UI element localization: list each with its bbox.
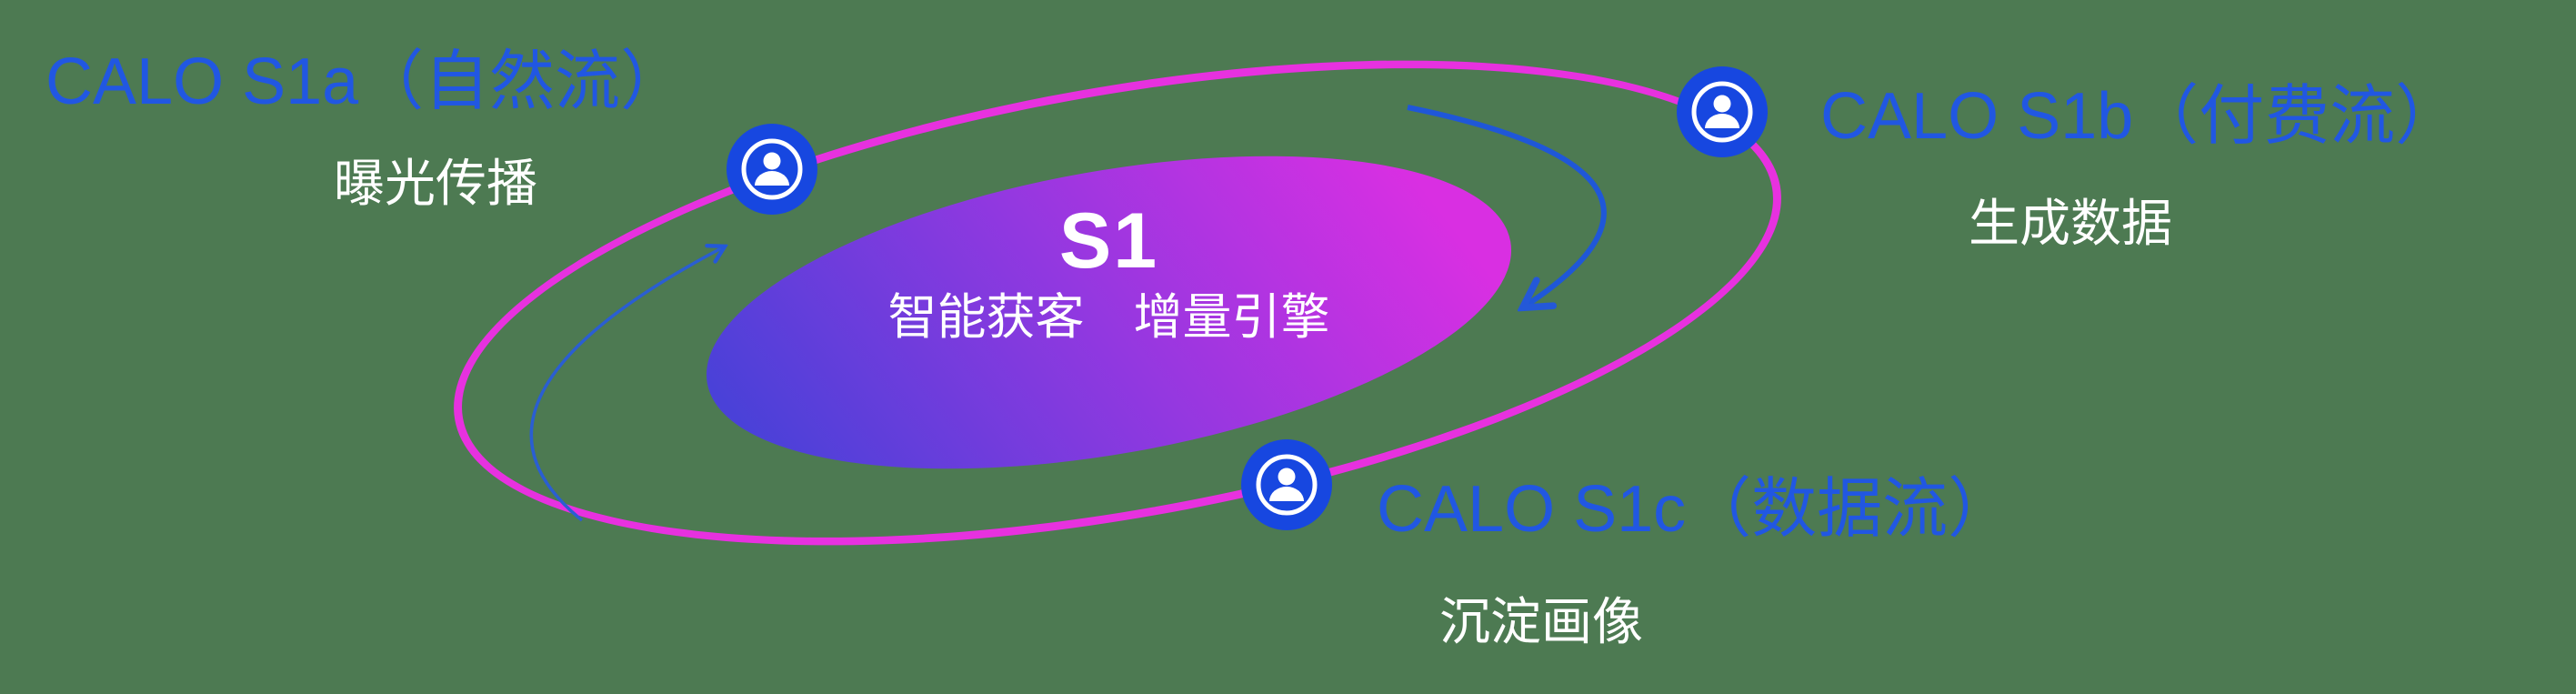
- node-title-s1c: CALO S1c（数据流）: [1377, 473, 2014, 546]
- core-subtitle: 智能获客 增量引擎: [887, 290, 1330, 345]
- user-icon-s1b: [1677, 66, 1768, 157]
- node-subtitle-s1a: 曝光传播: [334, 155, 537, 212]
- node-subtitle-s1b: 生成数据: [1969, 195, 2172, 252]
- user-icon-s1a: [727, 124, 817, 215]
- node-title-s1b: CALO S1b（付费流）: [1820, 80, 2461, 153]
- user-icon-s1c: [1241, 439, 1332, 530]
- core-title: S1: [1058, 197, 1159, 285]
- node-subtitle-s1c: 沉淀画像: [1439, 593, 1643, 650]
- node-title-s1a: CALO S1a（自然流）: [45, 45, 687, 118]
